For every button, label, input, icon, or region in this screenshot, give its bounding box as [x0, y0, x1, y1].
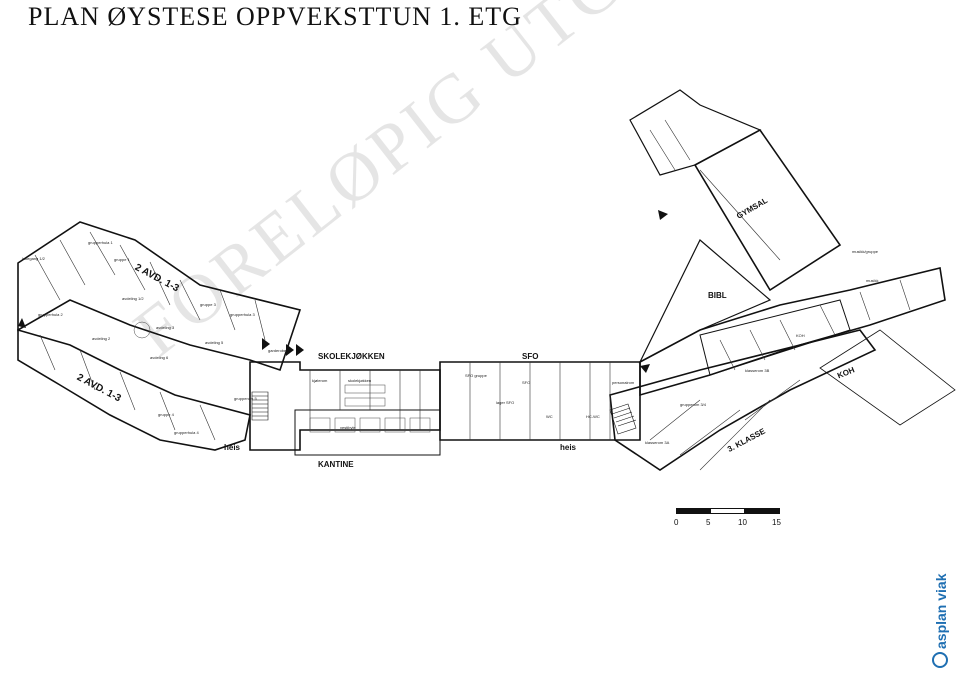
scale-tick: 5 [706, 518, 711, 527]
stair-left [251, 391, 269, 421]
west-wing-outer-wall [17, 221, 302, 372]
zone-label-sfo: SFO [522, 352, 539, 361]
gymsal-wall [693, 128, 842, 292]
room-label: musikk/gruppe [852, 249, 879, 254]
zone-label-skolekjokken: SKOLEKJØKKEN [318, 352, 385, 361]
east-corridor-wall [639, 267, 946, 397]
page-title: PLAN ØYSTESE OPPVEKSTTUN 1. ETG [28, 2, 522, 31]
entrance-arrow-3 [262, 338, 270, 350]
entrance-arrow-4 [640, 364, 650, 373]
logo-mark-icon [932, 652, 948, 668]
zone-label-heis-right: heis [560, 443, 577, 452]
koh-block-wall [699, 299, 851, 376]
outdoor-area [819, 329, 956, 426]
sfo-block-wall [439, 361, 641, 441]
scale-segment [710, 508, 746, 514]
zone-label-bibl: BIBL [708, 291, 727, 300]
scale-tick: 15 [772, 518, 781, 527]
room-label: HC-WC [586, 414, 600, 419]
room-label: garderobe [268, 348, 287, 353]
room-label: avdeling 2 [92, 336, 111, 341]
room-label: lekegang 1/2 [22, 256, 45, 261]
room-label: gruppe 1 [114, 257, 130, 262]
room-label: lager SFO [496, 400, 515, 405]
room-label: WC [546, 414, 553, 419]
room-label: grupperom 3/4 [680, 402, 707, 407]
room-label: grupperhula 1 [88, 240, 113, 245]
room-label: personalrom [612, 380, 635, 385]
asplan-viak-logo: asplan viak [932, 573, 949, 668]
room-label: SFO gruppe [465, 373, 487, 378]
room-label: grupperhula 2 [38, 312, 63, 317]
room-label: musikk [866, 278, 879, 283]
room-label: gruppe 3 [200, 302, 216, 307]
room-label: klasserom 3B [745, 368, 770, 373]
room-label: avdeling 3 [156, 325, 175, 330]
room-label: gruppe 4 [158, 412, 174, 417]
zone-label-heis-left: heis [224, 443, 241, 452]
entrance-arrow-6 [18, 318, 26, 328]
entrance-arrow-5 [658, 210, 668, 220]
room-label: kjølerom [312, 378, 328, 383]
room-label: grupperom 5 [234, 396, 257, 401]
kantine-wall [294, 409, 441, 456]
stair-right [609, 403, 637, 435]
room-label: grupperhula 4 [174, 430, 199, 435]
west-wing-lower-wall [17, 328, 251, 451]
room-label: avdeling 1/2 [122, 296, 144, 301]
entrance-arrow-1 [286, 344, 294, 356]
room-label: avdeling 5 [205, 340, 224, 345]
room-label: KOH [796, 333, 805, 338]
zone-label-kantine: KANTINE [318, 460, 354, 469]
entrance-arrow-2 [296, 344, 304, 356]
scale-tick: 0 [674, 518, 679, 527]
gymsal-annex-wall [629, 89, 762, 176]
room-label: grupperhula 3 [230, 312, 255, 317]
bibl-wall [638, 239, 772, 364]
scale-segment [744, 508, 780, 514]
scale-segment [676, 508, 712, 514]
room-label: SFO [522, 380, 531, 385]
room-label: avdeling 6 [150, 355, 169, 360]
room-label: vestibyle [340, 425, 356, 430]
klasse-wing-wall [609, 329, 877, 471]
logo-text: asplan viak [933, 573, 949, 650]
room-label: klasserom 3A [645, 440, 670, 445]
scale-tick: 10 [738, 518, 747, 527]
room-label: skolekjøkken [348, 378, 372, 383]
